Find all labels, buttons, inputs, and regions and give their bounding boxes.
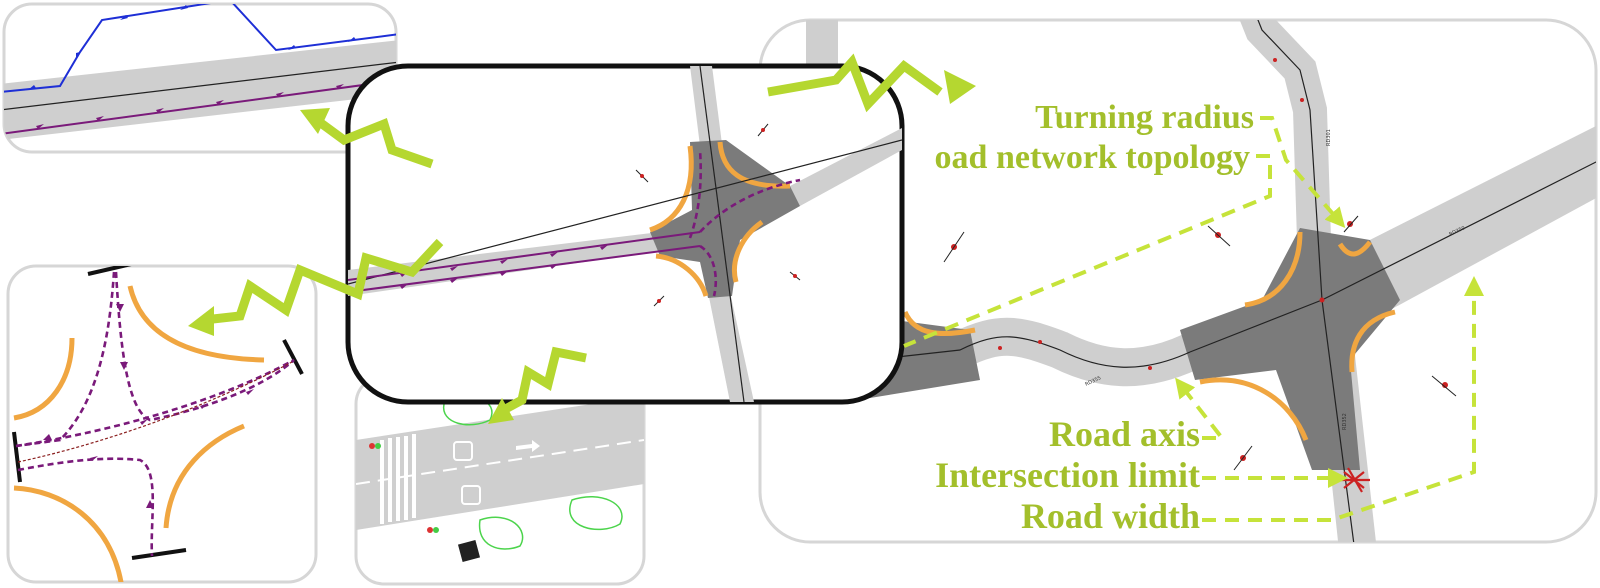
road-geometry-panel: RD350 RD355 RD301 RD352 (758, 18, 1598, 544)
callout-intersection-limit: Intersection limit (935, 455, 1200, 495)
callouts: Turning radius oad network topology Road… (935, 99, 1254, 536)
intersection-main-panel (345, 63, 905, 405)
svg-text:RD352: RD352 (1342, 413, 1348, 430)
callout-road-axis: Road axis (1049, 414, 1200, 454)
zigzag-arrows (188, 53, 976, 424)
road-markings-panel (354, 374, 646, 586)
leader-lines (903, 116, 1484, 522)
svg-text:RD301: RD301 (1326, 129, 1332, 146)
turning-paths-panel (6, 264, 318, 584)
callout-road-width: Road width (1021, 496, 1200, 536)
callout-turning-radius: Turning radius (1035, 99, 1254, 136)
lanes-detail-panel (2, 2, 398, 154)
callout-road-network-topology: oad network topology (935, 139, 1250, 176)
